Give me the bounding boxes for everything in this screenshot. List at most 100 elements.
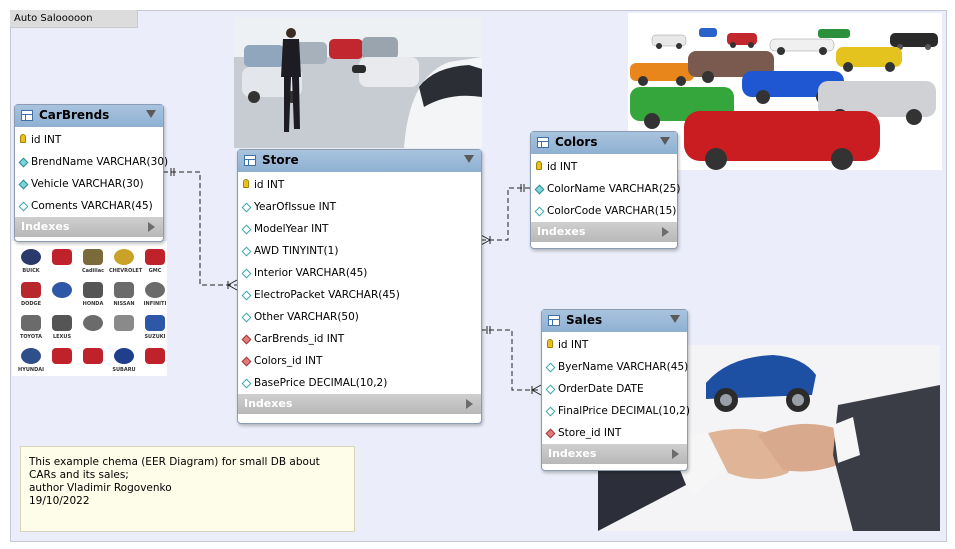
column-row[interactable]: YearOfIssue INT	[238, 196, 481, 218]
primary-key-icon	[20, 134, 26, 143]
logo-label: HYUNDAI	[18, 367, 44, 373]
column-label: Other VARCHAR(50)	[254, 311, 359, 323]
collapse-chevron-icon[interactable]	[146, 110, 156, 118]
column-label: Vehicle VARCHAR(30)	[31, 178, 144, 190]
indexes-label: Indexes	[537, 225, 586, 238]
table-header[interactable]: CarBrends	[15, 105, 163, 127]
collapse-chevron-icon[interactable]	[464, 155, 474, 163]
table-icon	[537, 137, 549, 148]
column-icon	[241, 312, 252, 323]
toyota-logo: TOYOTA	[16, 313, 46, 343]
column-row[interactable]: OrderDate DATE	[542, 378, 687, 400]
column-icon	[18, 201, 29, 212]
column-row[interactable]: CarBrends_id INT	[238, 328, 481, 350]
logo-label: INFINITI	[143, 301, 167, 307]
logo-mark	[52, 348, 72, 364]
column-row[interactable]: id INT	[238, 174, 481, 196]
column-row[interactable]: FinalPrice DECIMAL(10,2)	[542, 400, 690, 422]
expand-arrow-icon[interactable]	[662, 227, 669, 237]
scion-logo	[78, 313, 108, 343]
logo-label: HONDA	[82, 301, 104, 307]
indexes-section[interactable]: Indexes	[238, 394, 481, 414]
column-label: BasePrice DECIMAL(10,2)	[254, 377, 388, 389]
indexes-section[interactable]: Indexes	[15, 217, 163, 237]
column-row[interactable]: ByerName VARCHAR(45)	[542, 356, 689, 378]
pontiac-logo	[47, 247, 77, 277]
logo-mark	[52, 249, 72, 265]
subaru-logo: SUBARU	[109, 346, 139, 376]
column-label: ByerName VARCHAR(45)	[558, 361, 689, 373]
column-label: CarBrends_id INT	[254, 333, 345, 345]
nissan-logo: NISSAN	[109, 280, 139, 310]
ford-logo	[47, 280, 77, 310]
lexus-logo: LEXUS	[47, 313, 77, 343]
column-row[interactable]: ModelYear INT	[238, 218, 481, 240]
column-label: Colors_id INT	[254, 355, 323, 367]
column-row[interactable]: Other VARCHAR(50)	[238, 306, 481, 328]
column-list: id INT BrendName VARCHAR(30) Vehicle VARCH…	[15, 127, 168, 217]
foreign-key-icon	[545, 428, 556, 439]
not-null-column-icon	[18, 157, 29, 168]
table-sales[interactable]: Sales id INT ByerName VARCHAR(45) OrderDat…	[541, 309, 690, 471]
expand-arrow-icon[interactable]	[466, 399, 473, 409]
table-header[interactable]: Store	[238, 150, 481, 172]
column-icon	[241, 290, 252, 301]
collapse-chevron-icon[interactable]	[670, 315, 680, 323]
column-label: id INT	[31, 134, 62, 146]
expand-arrow-icon[interactable]	[672, 449, 679, 459]
indexes-section[interactable]: Indexes	[531, 222, 677, 242]
indexes-section[interactable]: Indexes	[542, 444, 687, 464]
column-row[interactable]: Store_id INT	[542, 422, 687, 444]
indexes-label: Indexes	[548, 447, 597, 460]
column-label: FinalPrice DECIMAL(10,2)	[558, 405, 690, 417]
collapse-chevron-icon[interactable]	[660, 137, 670, 145]
column-row[interactable]: ElectroPacket VARCHAR(45)	[238, 284, 481, 306]
kia-logo	[140, 346, 170, 376]
column-list: id INT ColorName VARCHAR(25) ColorCode VAR…	[531, 154, 680, 222]
primary-key-icon	[243, 179, 249, 188]
cadillac-logo: Cadillac	[78, 247, 108, 277]
column-row[interactable]: id INT	[15, 129, 163, 151]
column-icon	[545, 384, 556, 395]
expand-arrow-icon[interactable]	[148, 222, 155, 232]
table-header[interactable]: Sales	[542, 310, 687, 332]
column-row[interactable]: Interior VARCHAR(45)	[238, 262, 481, 284]
indexes-label: Indexes	[244, 397, 293, 410]
column-row[interactable]: AWD TINYINT(1)	[238, 240, 481, 262]
column-label: id INT	[547, 161, 578, 173]
column-row[interactable]: id INT	[542, 334, 687, 356]
logo-mark	[83, 348, 103, 364]
column-icon	[545, 406, 556, 417]
logo-mark	[145, 282, 165, 298]
buick-logo: BUICK	[16, 247, 46, 277]
column-row[interactable]: BrendName VARCHAR(30)	[15, 151, 168, 173]
note-line: CARs and its sales;	[29, 469, 129, 481]
table-icon	[244, 155, 256, 166]
logo-label: SUZUKI	[144, 334, 166, 340]
column-row[interactable]: ColorCode VARCHAR(15)	[531, 200, 677, 222]
table-carbrends[interactable]: CarBrends id INT BrendName VARCHAR(30) Veh…	[14, 104, 168, 242]
mazda-logo	[109, 313, 139, 343]
layer-tab[interactable]: Auto Salooooon	[10, 10, 138, 28]
column-icon	[241, 246, 252, 257]
column-label: BrendName VARCHAR(30)	[31, 156, 169, 168]
table-header[interactable]: Colors	[531, 132, 677, 154]
logo-label: DODGE	[20, 301, 42, 307]
diagram-note[interactable]: This example chema (EER Diagram) for sma…	[20, 446, 355, 532]
table-colors[interactable]: Colors id INT ColorName VARCHAR(25) ColorC…	[530, 131, 680, 249]
logo-mark	[21, 249, 41, 265]
column-row[interactable]: id INT	[531, 156, 677, 178]
column-label: id INT	[558, 339, 589, 351]
column-row[interactable]: ColorName VARCHAR(25)	[531, 178, 680, 200]
column-row[interactable]: Coments VARCHAR(45)	[15, 195, 163, 217]
column-row[interactable]: Vehicle VARCHAR(30)	[15, 173, 163, 195]
column-row[interactable]: Colors_id INT	[238, 350, 481, 372]
logo-label: BUICK	[22, 268, 40, 274]
mini-logo	[47, 346, 77, 376]
column-label: ColorCode VARCHAR(15)	[547, 205, 677, 217]
column-icon	[241, 224, 252, 235]
column-row[interactable]: BasePrice DECIMAL(10,2)	[238, 372, 481, 394]
